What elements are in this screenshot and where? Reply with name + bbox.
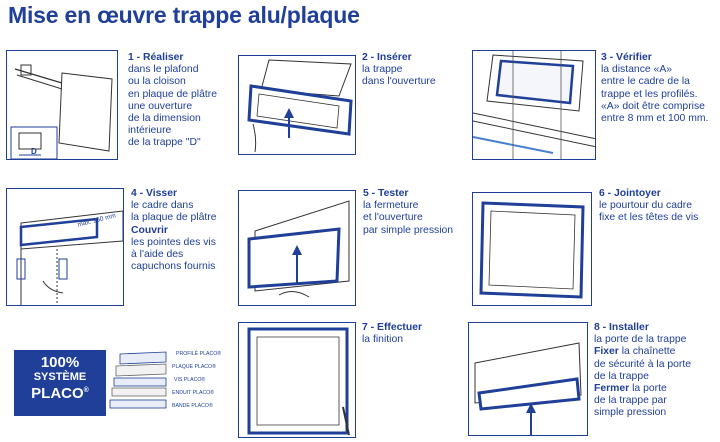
step-3-line: «A» doit être comprise	[601, 100, 705, 112]
badge-system: SYSTÈME	[33, 371, 87, 383]
stack-label-enduit: ENDUIT PLACO®	[172, 390, 215, 396]
step-1-line: dans le plafond	[128, 64, 199, 76]
step-8-line: de la trappe par	[594, 395, 667, 407]
badge-brand: PLACO	[31, 385, 84, 402]
step-8-fixer-line: Fixer la chaînette	[594, 346, 691, 358]
step-8-line: simple pression	[594, 407, 667, 419]
step-3-line: la distance «A»	[601, 64, 673, 76]
illustration-step-6	[472, 192, 592, 306]
insert-hatch-drawing	[247, 59, 353, 153]
step-8-line: de sécurité à la porte	[594, 358, 692, 370]
illustration-step-5	[238, 190, 356, 306]
finish-drawing	[247, 327, 350, 436]
step-8-fermer-bold: Fermer	[594, 383, 630, 395]
step-1-line: de la trappe "D"	[128, 137, 201, 149]
joint-drawing	[479, 201, 585, 299]
install-door-drawing	[474, 342, 582, 435]
dimension-d-label: D	[31, 147, 37, 156]
step-5-text: 5 - Tester la fermeture et l'ouverture p…	[363, 188, 453, 237]
step-8-fermer-rest: la porte	[629, 383, 667, 395]
step-8-heading: 8 - Installer	[594, 322, 649, 333]
step-6-heading: 6 - Jointoyer	[599, 188, 661, 199]
step-6-text: 6 - Jointoyer le pourtour du cadre fixe …	[599, 188, 698, 225]
page-title: Mise en œuvre trappe alu/plaque	[8, 2, 360, 28]
step-1-line: ou la cloison	[128, 76, 186, 88]
illustration-step-2	[238, 55, 356, 155]
step-5-line: et l'ouverture	[363, 212, 423, 224]
step-2-text: 2 - Insérer la trappe dans l'ouverture	[362, 52, 436, 89]
step-1-line: en plaque de plâtre	[128, 88, 217, 100]
step-4-text: 4 - Visser le cadre dans la plaque de pl…	[131, 188, 217, 273]
step-3-line: entre le cadre de la	[601, 76, 690, 88]
step-8-line: la porte de la trappe	[594, 334, 687, 346]
badge-registered-mark: ®	[83, 387, 89, 394]
step-4-line: la plaque de plâtre	[131, 212, 217, 224]
cut-opening-drawing	[10, 64, 113, 159]
step-1-text: 1 - Réaliser dans le plafond ou la clois…	[128, 52, 217, 150]
step-4-line: capuchons fournis	[131, 261, 216, 273]
step-3-line: trappe et les profilés.	[601, 88, 698, 100]
step-2-line: dans l'ouverture	[362, 76, 436, 88]
step-2-line: la trappe	[362, 64, 403, 76]
step-8-fermer-line: Fermer la porte	[594, 383, 691, 395]
illustration-step-1: D	[6, 50, 118, 160]
step-6-line: le pourtour du cadre	[599, 200, 692, 212]
badge-brand-line: PLACO®	[14, 383, 106, 402]
verify-distance-drawing	[473, 51, 595, 159]
step-3-text: 3 - Vérifier la distance «A» entre le ca…	[601, 52, 708, 125]
illustration-step-4: max. 150 mm	[6, 188, 124, 306]
stack-label-plaque: PLAQUE PLACO®	[172, 364, 216, 370]
step-4-line: les pointes des vis	[131, 236, 216, 248]
step-3-heading: 3 - Vérifier	[601, 52, 652, 63]
step-1-line: intérieure	[128, 125, 172, 137]
step-7-heading: 7 - Effectuer	[362, 322, 423, 333]
step-4-line: le cadre dans	[131, 200, 194, 212]
step-4-line: à l'aide des	[131, 249, 184, 261]
step-5-heading: 5 - Tester	[363, 188, 409, 199]
illustration-step-3	[472, 50, 596, 160]
test-opening-drawing	[247, 200, 350, 298]
step-8-fixer-bold: Fixer	[594, 346, 619, 358]
step-7-line: la finition	[362, 334, 404, 346]
step-1-line: une ouverture	[128, 100, 193, 112]
stack-label-profile: PROFILÉ PLACO®	[176, 351, 222, 357]
step-6-line: fixe et les têtes de vis	[599, 212, 699, 224]
step-1-line: de la dimension	[128, 113, 201, 125]
step-5-line: par simple pression	[363, 224, 454, 236]
illustration-step-7	[238, 322, 356, 438]
step-4-heading: 4 - Visser	[131, 188, 178, 199]
step-4-bold-line: Couvrir	[131, 224, 168, 236]
stack-label-vis: VIS PLACO®	[174, 377, 206, 383]
badge-percent: 100%	[40, 354, 80, 371]
step-2-heading: 2 - Insérer	[362, 52, 412, 63]
step-3-line: entre 8 mm et 100 mm.	[601, 113, 709, 125]
illustration-step-8	[468, 322, 588, 436]
step-1-heading: 1 - Réaliser	[128, 52, 184, 63]
screw-frame-drawing	[16, 210, 123, 305]
step-5-line: la fermeture	[363, 200, 419, 212]
step-7-text: 7 - Effectuer la finition	[362, 322, 422, 346]
step-8-fixer-rest: la chaînette	[618, 346, 676, 358]
stack-label-bande: BANDE PLACO®	[172, 403, 213, 409]
product-stack-illustration	[109, 351, 167, 409]
step-8-line: de la trappe	[594, 370, 649, 382]
placo-system-badge: 100% SYSTÈME PLACO®	[14, 350, 106, 416]
step-8-text: 8 - Installer la porte de la trappe Fixe…	[594, 322, 691, 420]
